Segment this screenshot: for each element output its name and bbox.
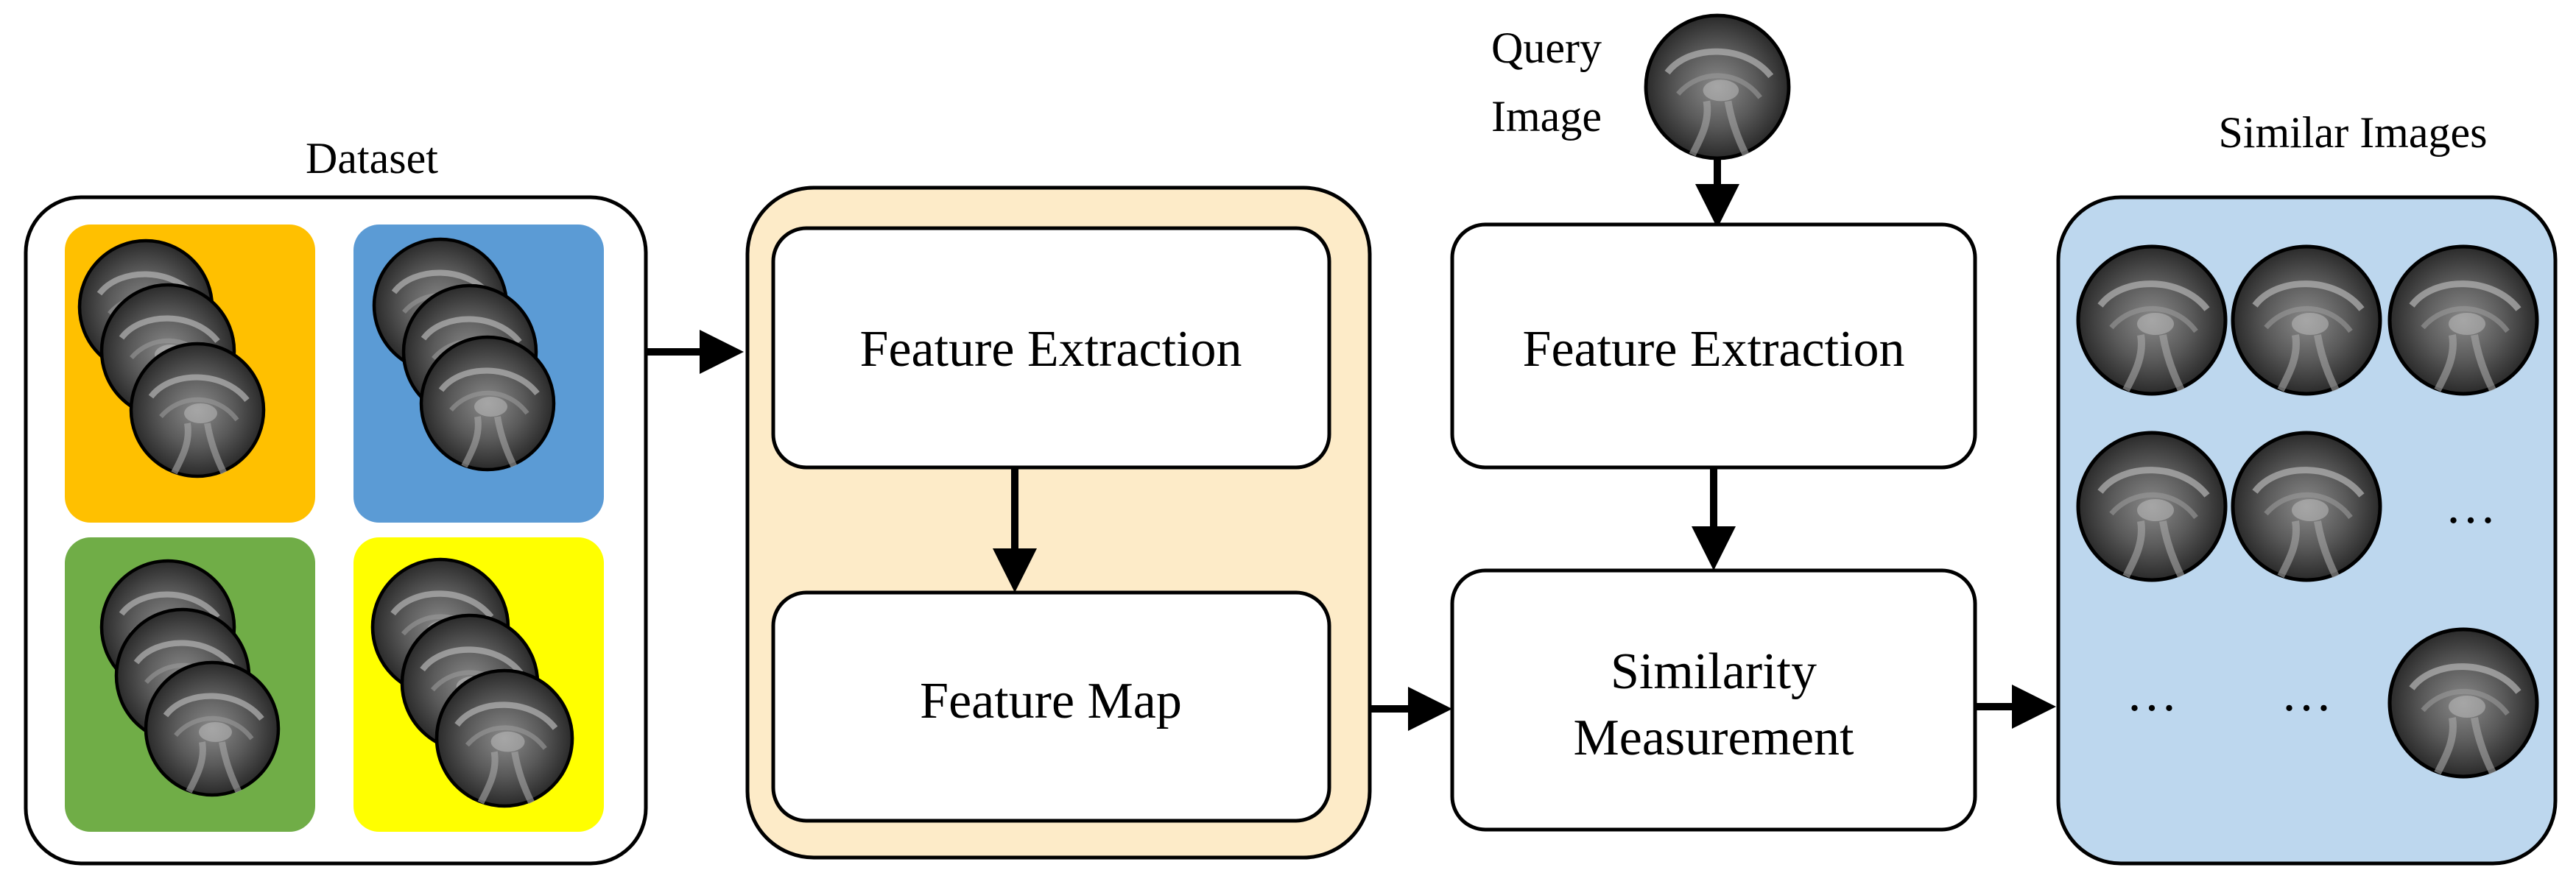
similarity-label-line2: Measurement: [1574, 710, 1855, 766]
similar-images-title: Similar Images: [2219, 108, 2488, 157]
left-feature-extraction-box: [771, 226, 1331, 470]
result-ellipsis: …: [2281, 665, 2332, 722]
result-image: [2233, 247, 2380, 394]
result-image: [2078, 433, 2225, 580]
dataset-tile-3: [65, 537, 315, 832]
query-label-line2: Image: [1491, 92, 1602, 141]
query-label-line1: Query: [1491, 24, 1602, 72]
feature-map-label: Feature Map: [920, 673, 1182, 729]
similarity-label-line1: Similarity: [1611, 643, 1817, 700]
dataset-tile-4: [353, 537, 604, 832]
result-ellipsis: …: [2445, 478, 2496, 534]
right-feature-extraction-label: Feature Extraction: [1523, 321, 1905, 378]
result-image: [2390, 247, 2537, 394]
similarity-measurement-box: [1450, 568, 1977, 832]
ultrasound-scan-icon: [421, 337, 554, 470]
ultrasound-scan-icon: [437, 671, 572, 806]
result-image: [2233, 433, 2380, 580]
ultrasound-scan-icon: [146, 662, 278, 795]
result-image: [2390, 629, 2537, 777]
feature-map-box: [771, 590, 1331, 823]
dataset-tile-2: [353, 225, 604, 523]
ultrasound-scan-icon: [131, 344, 264, 476]
result-image: [2078, 247, 2225, 394]
left-feature-extraction-label: Feature Extraction: [860, 321, 1242, 378]
dataset-title: Dataset: [306, 134, 438, 183]
query-image: [1646, 15, 1789, 158]
dataset-tile-1: [65, 225, 315, 523]
result-ellipsis: …: [2126, 665, 2178, 722]
